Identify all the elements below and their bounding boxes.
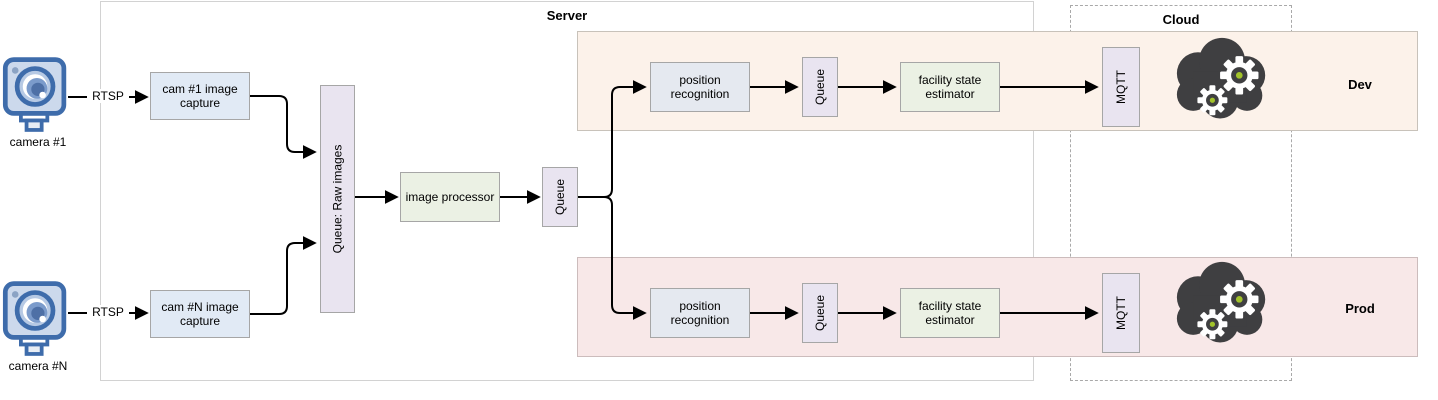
rtsp-label-camn: RTSP xyxy=(87,305,129,319)
camera-icon xyxy=(2,57,67,132)
node-camn-image-capture: cam #N image capture xyxy=(150,290,250,338)
node-dev-facility-state-estimator: facility state estimator xyxy=(900,62,1000,112)
server-title: Server xyxy=(546,8,588,23)
lane-dev-label: Dev xyxy=(1348,77,1372,92)
camera-1-label: camera #1 xyxy=(9,135,67,149)
rtsp-label-cam1: RTSP xyxy=(87,89,129,103)
cloud-gears-icon xyxy=(1176,261,1266,343)
node-cam1-image-capture: cam #1 image capture xyxy=(150,72,250,120)
node-prod-mqtt: MQTT xyxy=(1102,273,1140,353)
node-prod-queue: Queue xyxy=(802,283,838,343)
node-main-queue: Queue xyxy=(542,167,578,227)
node-dev-mqtt: MQTT xyxy=(1102,47,1140,127)
cloud-gears-icon xyxy=(1176,37,1266,119)
camera-n-label: camera #N xyxy=(8,359,68,373)
cloud-title: Cloud xyxy=(1162,12,1200,27)
node-raw-images-queue: Queue: Raw images xyxy=(320,85,355,313)
node-prod-position-recognition: position recognition xyxy=(650,288,750,338)
node-dev-queue: Queue xyxy=(802,57,838,117)
node-image-processor: image processor xyxy=(400,172,500,222)
node-prod-facility-state-estimator: facility state estimator xyxy=(900,288,1000,338)
lane-prod-label: Prod xyxy=(1345,301,1375,316)
node-dev-position-recognition: position recognition xyxy=(650,62,750,112)
camera-icon xyxy=(2,281,67,356)
